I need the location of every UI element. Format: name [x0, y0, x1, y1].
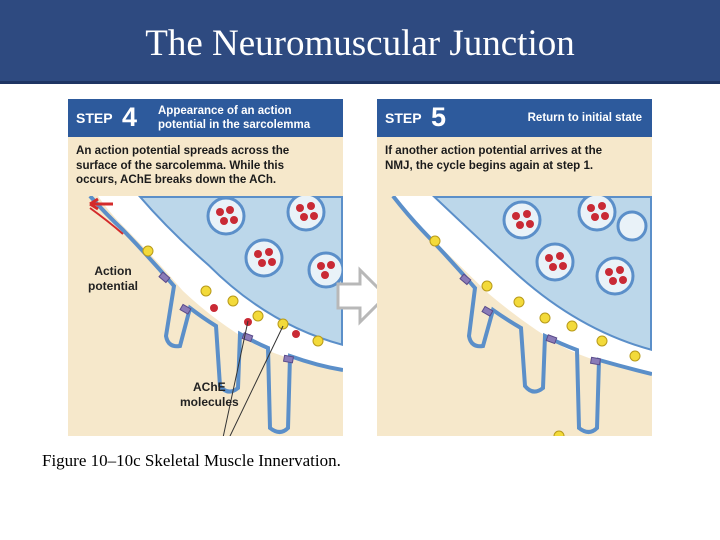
receptors [158, 271, 295, 364]
step4-diagram [88, 196, 343, 436]
step5-header: STEP 5 Return to initial state [377, 99, 652, 137]
action-potential-label-line1: Action [94, 264, 132, 278]
step5-number: 5 [431, 102, 447, 132]
step5-desc-line1: If another action potential arrives at t… [385, 144, 603, 157]
ache-molecules [142, 245, 324, 347]
action-potential-label-line2: potential [88, 279, 138, 293]
ach-dots [216, 202, 335, 279]
step5-diagram [391, 196, 652, 436]
step5-word: STEP [385, 110, 422, 126]
step5-description: If another action potential arrives at t… [385, 144, 647, 173]
figure-caption: Figure 10–10c Skeletal Muscle Innervatio… [42, 451, 341, 470]
ache-label-line1: AChE [193, 380, 226, 394]
vesicles [502, 196, 648, 296]
step4-header: STEP 4 Appearance of an action potential… [68, 99, 343, 137]
step4-desc-line1: An action potential spreads across the [76, 144, 290, 157]
step5-desc-line2: NMJ, the cycle begins again at step 1. [385, 158, 594, 172]
step4-title-line2: potential in the sarcolemma [158, 119, 311, 131]
receptors [459, 273, 602, 366]
step4-title-line1: Appearance of an action [158, 105, 292, 117]
sarcolemma [391, 196, 652, 434]
step5-title: Return to initial state [527, 112, 642, 124]
step4-word: STEP [76, 110, 113, 126]
slide-title: The Neuromuscular Junction [145, 23, 575, 64]
ach-dots [512, 202, 627, 285]
step4-title: Appearance of an action potential in the… [158, 104, 340, 132]
step4-desc-line3: occurs, AChE breaks down the ACh. [76, 173, 277, 186]
ache-label-line2: molecules [180, 395, 239, 409]
synaptic-cleft [395, 196, 652, 374]
step4-desc-line2: surface of the sarcolemma. While this [76, 158, 285, 172]
step4-panel: STEP 4 Appearance of an action potential… [68, 99, 343, 436]
action-potential-line [89, 207, 124, 235]
step4-number: 4 [122, 102, 138, 132]
vesicles [206, 196, 343, 289]
ache-label: AChE molecules [180, 380, 239, 410]
title-bar: The Neuromuscular Junction [0, 0, 720, 84]
step5-panel: STEP 5 Return to initial state If anothe… [377, 99, 652, 436]
red-arrow-icon [89, 197, 113, 211]
ache-molecules [429, 235, 641, 436]
step4-description: An action potential spreads across the s… [76, 144, 338, 188]
right-arrow-icon [336, 266, 389, 326]
action-potential-label: Action potential [88, 264, 138, 294]
ache-callout-lines [222, 320, 284, 436]
